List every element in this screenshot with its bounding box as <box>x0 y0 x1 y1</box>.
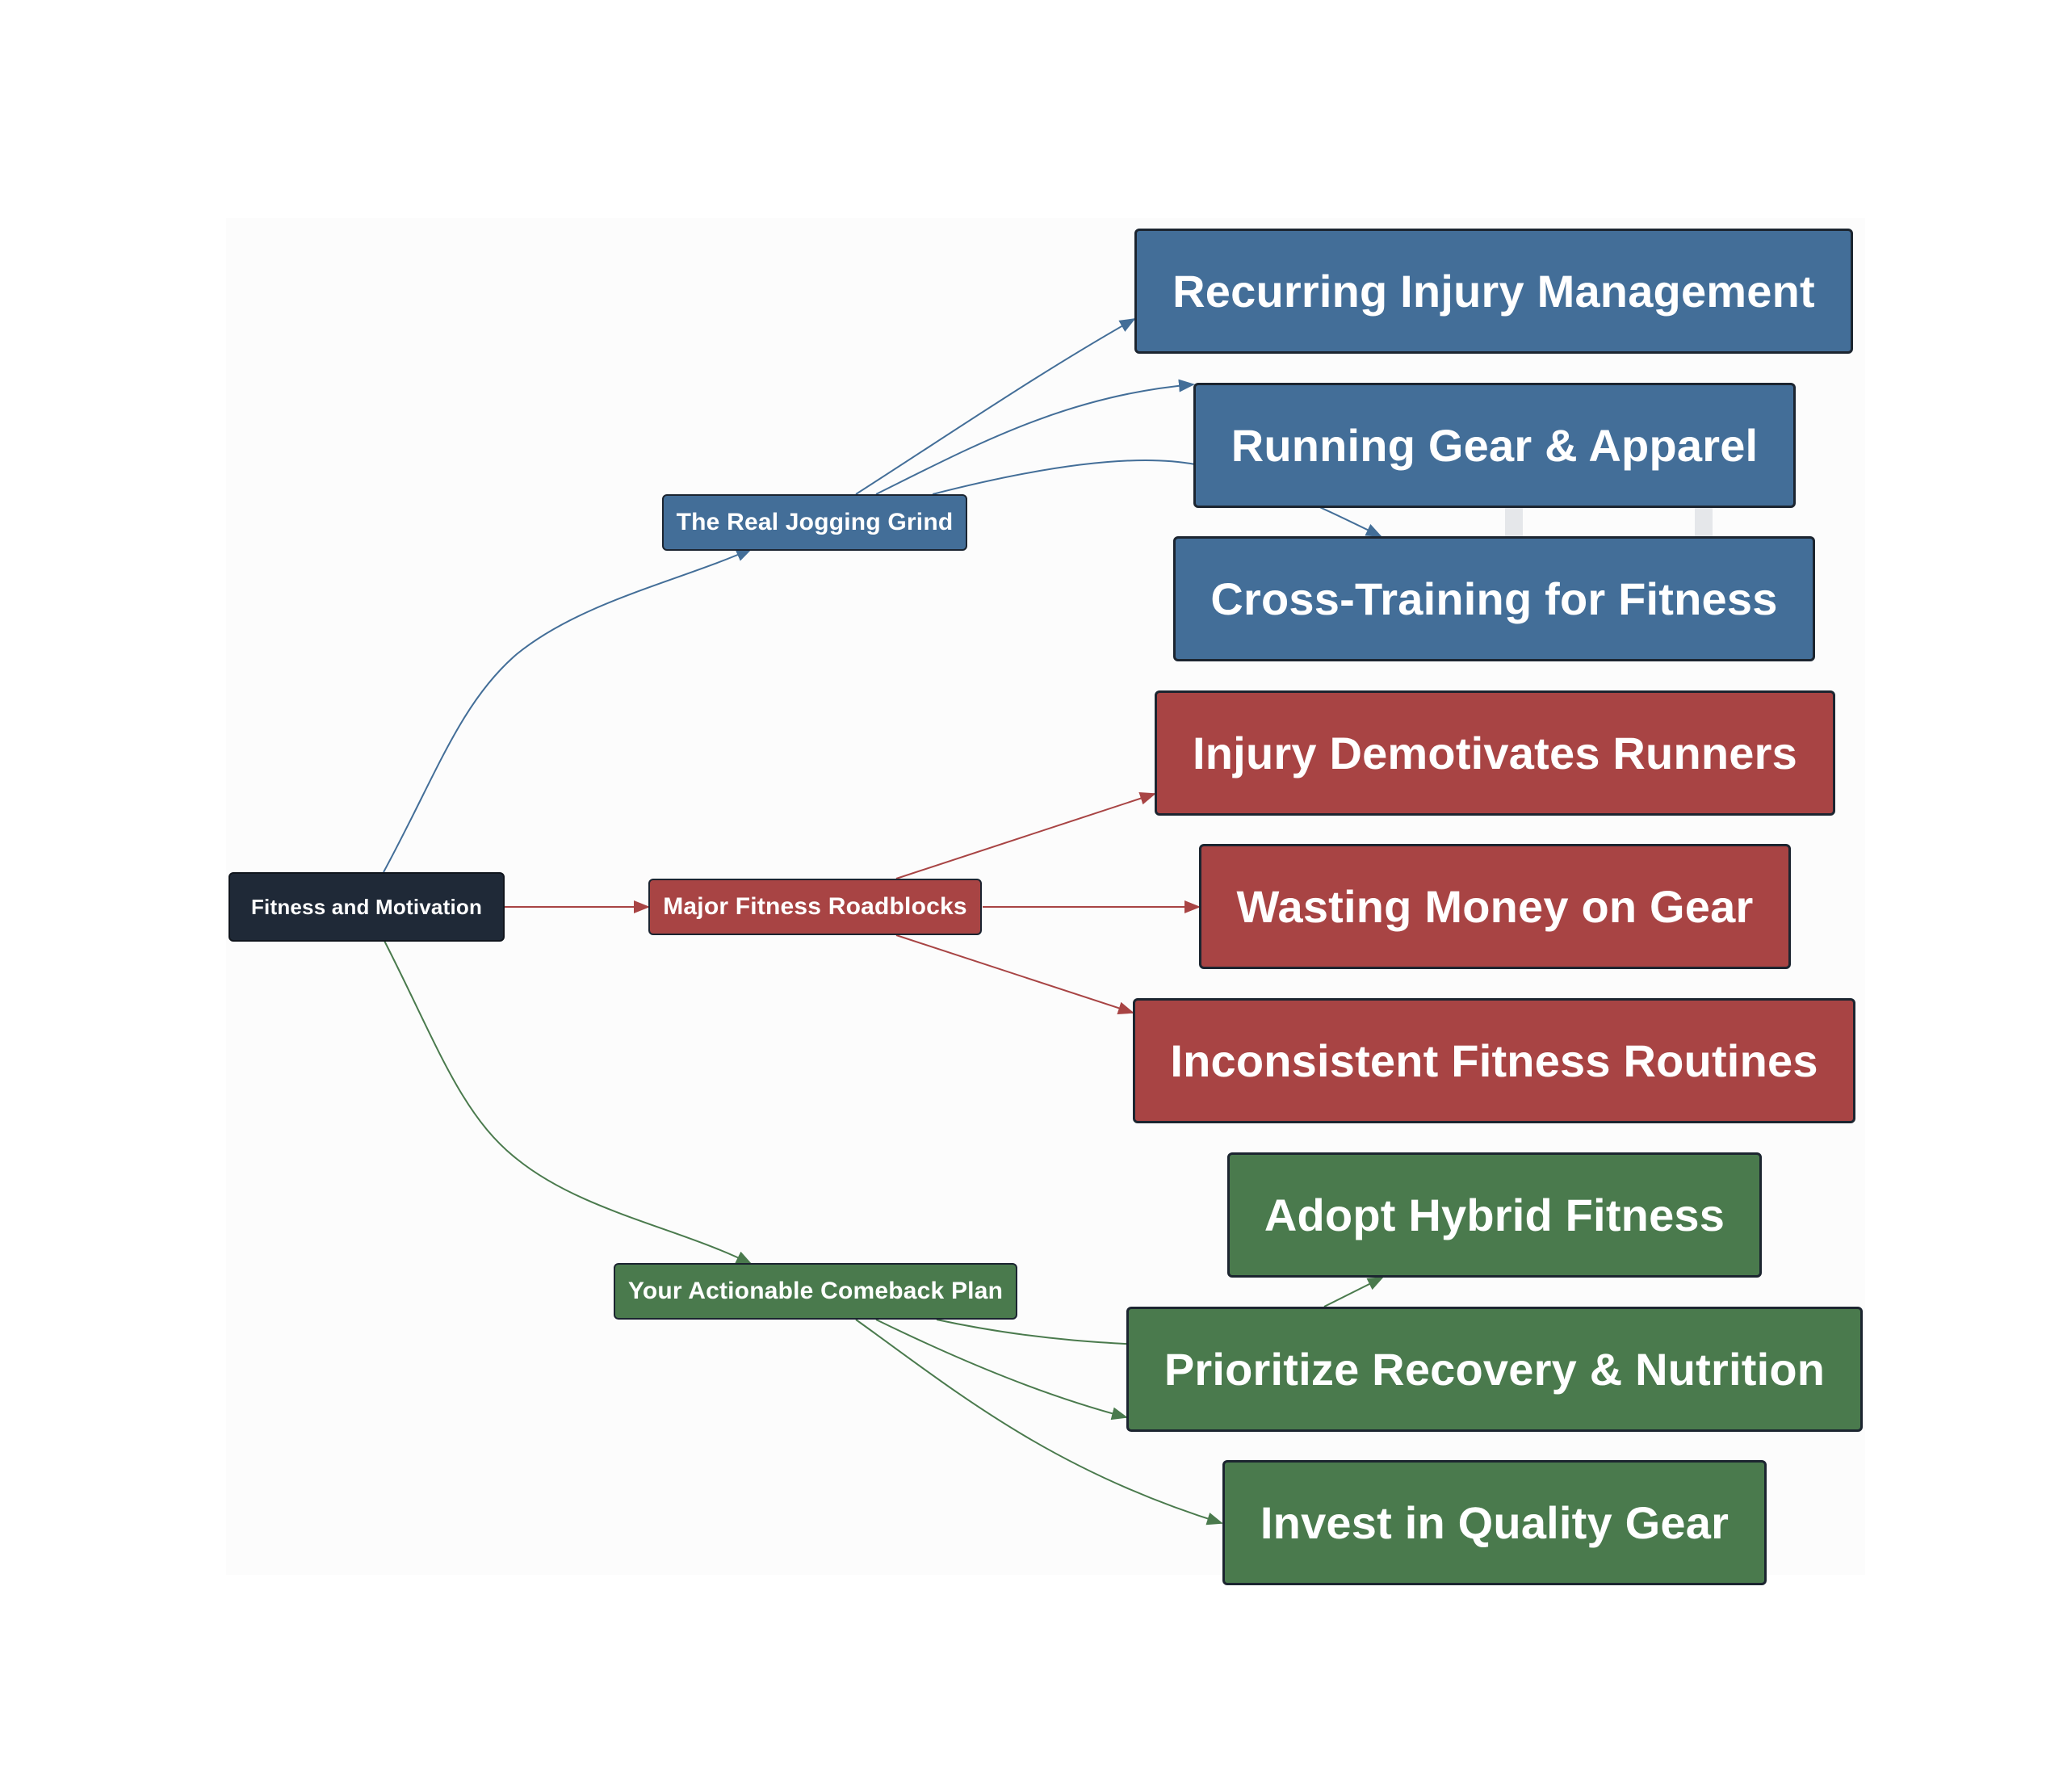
leaf-running-gear-apparel[interactable]: Running Gear & Apparel <box>1193 383 1796 508</box>
leaf-cross-training[interactable]: Cross-Training for Fitness <box>1173 536 1815 661</box>
leaf-prioritize-recovery-nutrition[interactable]: Prioritize Recovery & Nutrition <box>1126 1307 1863 1432</box>
leaf-invest-quality-gear[interactable]: Invest in Quality Gear <box>1222 1460 1767 1585</box>
branch-comeback-plan[interactable]: Your Actionable Comeback Plan <box>614 1263 1017 1320</box>
leaf-adopt-hybrid-fitness[interactable]: Adopt Hybrid Fitness <box>1227 1152 1762 1278</box>
root-node[interactable]: Fitness and Motivation <box>229 872 505 942</box>
leaf-inconsistent-fitness-routines[interactable]: Inconsistent Fitness Routines <box>1133 998 1855 1123</box>
branch-jogging-grind[interactable]: The Real Jogging Grind <box>662 494 967 551</box>
leaf-injury-demotivates-runners[interactable]: Injury Demotivates Runners <box>1155 690 1835 816</box>
leaf-recurring-injury-management[interactable]: Recurring Injury Management <box>1134 229 1853 354</box>
leaf-wasting-money-on-gear[interactable]: Wasting Money on Gear <box>1199 844 1791 969</box>
branch-fitness-roadblocks[interactable]: Major Fitness Roadblocks <box>648 879 982 935</box>
